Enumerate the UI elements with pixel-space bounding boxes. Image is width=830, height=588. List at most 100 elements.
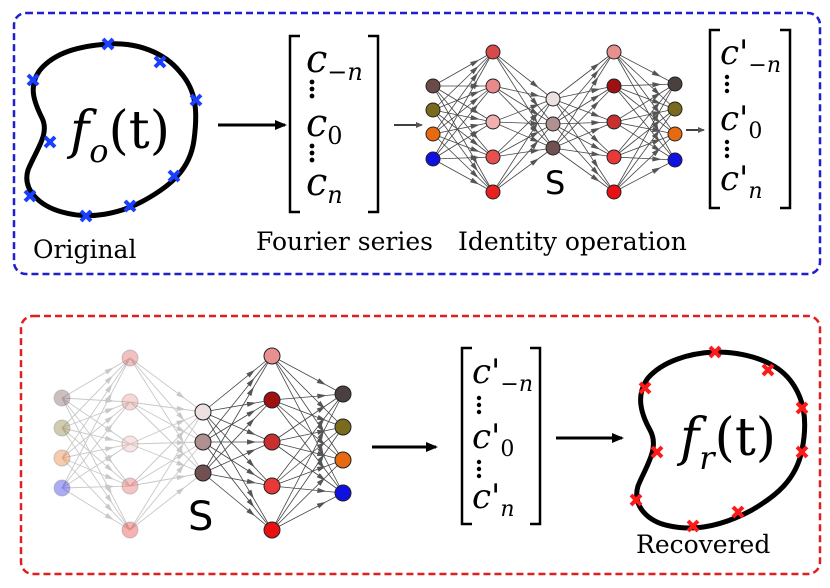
network-edge	[129, 443, 204, 474]
network-edge	[271, 441, 344, 461]
edge-arrowhead	[530, 97, 539, 107]
sample-point-marker	[686, 519, 700, 533]
right-bracket	[780, 28, 792, 210]
edge-arrowhead	[176, 419, 186, 426]
network-edge	[129, 472, 204, 531]
network-node	[485, 78, 501, 94]
network-node	[425, 102, 441, 118]
edge-arrowhead	[316, 441, 326, 450]
network-edge	[552, 98, 615, 123]
edge-arrowhead	[651, 139, 662, 145]
network-edge	[61, 443, 131, 459]
sample-point-marker	[629, 493, 643, 507]
network-edge	[613, 121, 676, 135]
fourier-coefficient-vector: c−n c0 cn	[288, 34, 380, 214]
edge-arrowhead	[246, 401, 257, 407]
edge-arrowhead	[317, 453, 325, 463]
edge-arrowhead	[470, 146, 480, 152]
network-edge	[271, 393, 344, 487]
network-edge	[271, 399, 344, 428]
edge-arrowhead	[590, 174, 600, 182]
network-edge	[61, 401, 131, 459]
edge-arrowhead	[652, 82, 662, 88]
out-coeff-last: c'n	[720, 159, 763, 204]
edge-arrowhead	[652, 112, 660, 122]
out-coeff-first: c'−n	[720, 33, 781, 78]
network-edge	[202, 441, 273, 487]
network-node	[667, 101, 683, 117]
vertical-dots-4	[724, 139, 730, 159]
network-node	[53, 449, 71, 467]
network-edge	[552, 51, 615, 125]
network-edge	[492, 121, 554, 125]
network-node	[606, 114, 622, 130]
network-edge	[129, 401, 204, 443]
network-node	[606, 78, 622, 94]
right-bracket	[368, 34, 380, 214]
network-node	[425, 126, 441, 142]
network-edge	[552, 85, 615, 100]
edge-arrowhead	[470, 162, 478, 172]
edge-arrowhead	[470, 91, 480, 98]
edge-arrowhead	[104, 423, 113, 433]
out-coeff-mid: c'0	[720, 99, 762, 144]
network-edge	[61, 397, 131, 403]
network-edge	[432, 121, 494, 160]
edge-arrowhead	[176, 464, 185, 474]
edge-arrowhead	[591, 76, 599, 86]
network-edge	[129, 357, 204, 474]
edge-arrowhead	[176, 487, 186, 495]
edge-arrowhead	[316, 477, 326, 486]
network-node	[194, 464, 212, 482]
network-node	[334, 484, 352, 502]
edge-arrowhead	[104, 435, 115, 441]
edge-arrowhead	[651, 167, 662, 174]
edge-arrowhead	[104, 473, 115, 480]
network-edge	[202, 411, 273, 487]
network-node	[485, 44, 501, 60]
edge-arrowhead	[470, 97, 479, 106]
network-edge	[613, 133, 676, 193]
network-edge	[61, 397, 131, 531]
network-node	[53, 419, 71, 437]
edge-arrowhead	[530, 158, 540, 166]
network-edge	[613, 83, 676, 193]
network-edge	[613, 83, 676, 123]
sample-point-marker	[43, 135, 57, 149]
network-edge	[552, 147, 615, 193]
network-edge	[202, 411, 273, 443]
identity-network	[425, 44, 683, 200]
network-edge	[271, 393, 344, 531]
network-edge	[432, 51, 494, 135]
left-bracket	[708, 28, 720, 210]
top-panel-border	[12, 11, 822, 276]
sample-point-marker	[795, 401, 809, 415]
edge-arrowhead	[470, 138, 479, 146]
edge-arrowhead	[246, 449, 256, 456]
caption-recovered: Recovered	[636, 530, 770, 559]
edge-arrowhead	[530, 140, 539, 150]
sample-point-marker	[731, 505, 745, 519]
network-edge	[202, 355, 273, 443]
network-node	[606, 149, 622, 165]
edge-arrowhead	[104, 463, 114, 472]
network-edge	[61, 357, 131, 399]
edge-arrowhead	[104, 415, 114, 424]
network-edge	[432, 85, 494, 111]
network-edge	[432, 109, 494, 193]
network-edge	[202, 472, 273, 487]
rec-coeff-first: c'−n	[472, 352, 533, 397]
edge-arrowhead	[316, 501, 327, 509]
network-edge	[613, 83, 676, 158]
network-label-bottom: S	[188, 494, 213, 540]
network-edge	[202, 441, 273, 531]
top-panel: fo(t) Original c−n c0 cn Fourier series …	[12, 11, 822, 276]
edge-arrowhead	[591, 151, 601, 157]
edge-arrowhead	[590, 94, 600, 102]
network-edge	[552, 123, 615, 193]
network-edge	[129, 401, 204, 474]
network-edge	[492, 98, 554, 193]
edge-arrowhead	[176, 411, 185, 421]
vertical-dots-2	[309, 143, 315, 163]
edge-arrowhead	[651, 98, 662, 104]
